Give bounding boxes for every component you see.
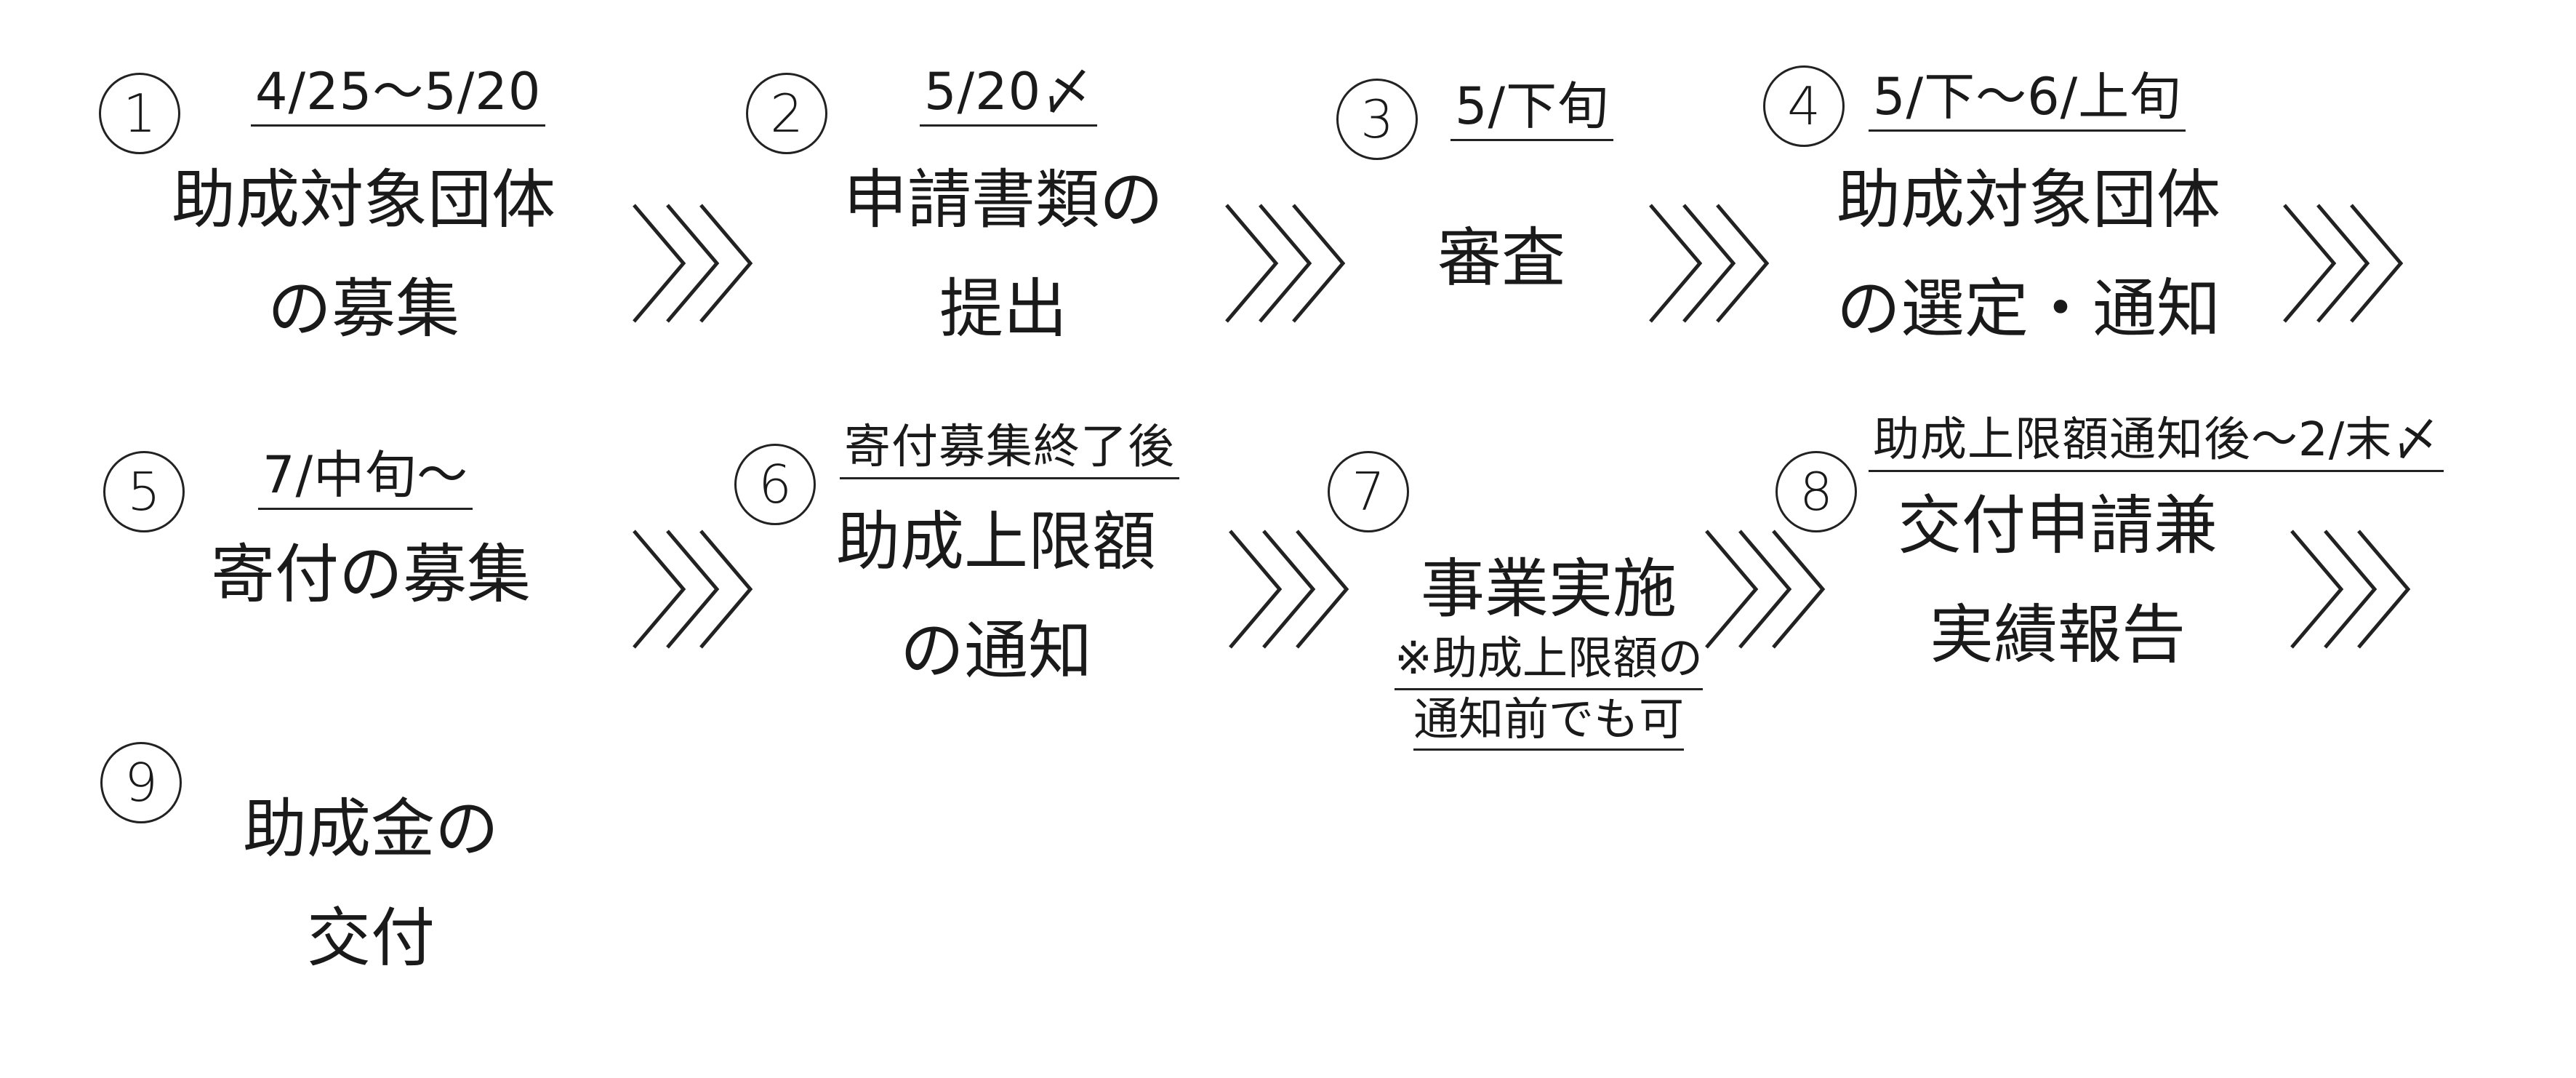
step-note-7: ※助成上限額の 通知前でも可: [1331, 629, 1767, 751]
step-date-1: 4/25～5/20: [251, 64, 546, 127]
triple-chevron-right-icon: [2290, 530, 2411, 649]
step-title-1-line-1: 助成対象団体: [171, 162, 555, 237]
step-date-5: 7/中旬～: [258, 447, 473, 510]
step-title-4-line-1: 助成対象団体: [1836, 162, 2220, 237]
step-number-4: 4: [1763, 65, 1845, 147]
step-title-2-line-1: 申請書類の: [843, 162, 1163, 237]
step-title-9-line-1: 助成金の: [242, 791, 499, 866]
step-title-8-line-1: 交付申請兼: [1897, 488, 2218, 563]
step-title-6-line-2: の通知: [899, 612, 1092, 688]
step-title-9-line-2: 交付: [306, 900, 435, 975]
triple-chevron-right-icon: [633, 204, 753, 323]
step-date-2: 5/20〆: [920, 64, 1098, 127]
step-title-9: 助成金の 交付: [182, 775, 560, 992]
step-title-1: 助成対象団体 の募集: [145, 145, 582, 363]
step-title-3: 審査: [1367, 204, 1636, 313]
step-title-6-line-1: 助成上限額: [835, 504, 1156, 579]
step-title-7-line-1: 事業実施: [1420, 551, 1677, 626]
step-date-4: 5/下～6/上旬: [1869, 69, 2186, 132]
step-date-3: 5/下旬: [1450, 79, 1614, 141]
step-title-6: 助成上限額 の通知: [785, 487, 1207, 705]
step-number-2: 2: [746, 73, 827, 154]
step-number-1: 1: [99, 73, 180, 154]
step-note-7-line-1: ※助成上限額の: [1395, 629, 1703, 690]
triple-chevron-right-icon: [2283, 204, 2404, 323]
step-number-8: 8: [1775, 451, 1857, 532]
step-number-5: 5: [103, 451, 185, 532]
step-title-8-line-2: 実績報告: [1929, 596, 2186, 672]
step-title-4-line-2: の選定・通知: [1836, 271, 2220, 346]
step-number-3: 3: [1336, 79, 1418, 160]
triple-chevron-right-icon: [1649, 204, 1770, 323]
step-title-5-line-1: 寄付の募集: [210, 537, 531, 612]
step-title-1-line-2: の募集: [267, 271, 460, 346]
triple-chevron-right-icon: [1229, 530, 1349, 649]
step-title-8: 交付申請兼 実績報告: [1861, 471, 2254, 689]
step-title-2-line-2: 提出: [939, 271, 1067, 346]
step-number-7: 7: [1328, 451, 1409, 532]
step-note-7-line-2: 通知前でも可: [1413, 690, 1684, 751]
step-number-9: 9: [100, 742, 182, 823]
step-date-6: 寄付募集終了後: [840, 422, 1179, 480]
step-title-7: 事業実施: [1352, 535, 1745, 644]
triple-chevron-right-icon: [1705, 530, 1826, 649]
step-number-6: 6: [734, 444, 816, 525]
step-title-2: 申請書類の 提出: [785, 145, 1221, 363]
step-date-8: 助成上限額通知後～2/末〆: [1869, 415, 2444, 473]
triple-chevron-right-icon: [633, 530, 753, 649]
step-title-4: 助成対象団体 の選定・通知: [1803, 145, 2254, 363]
step-title-5: 寄付の募集: [160, 520, 582, 629]
step-title-3-line-1: 審査: [1437, 220, 1565, 295]
triple-chevron-right-icon: [1225, 204, 1346, 323]
